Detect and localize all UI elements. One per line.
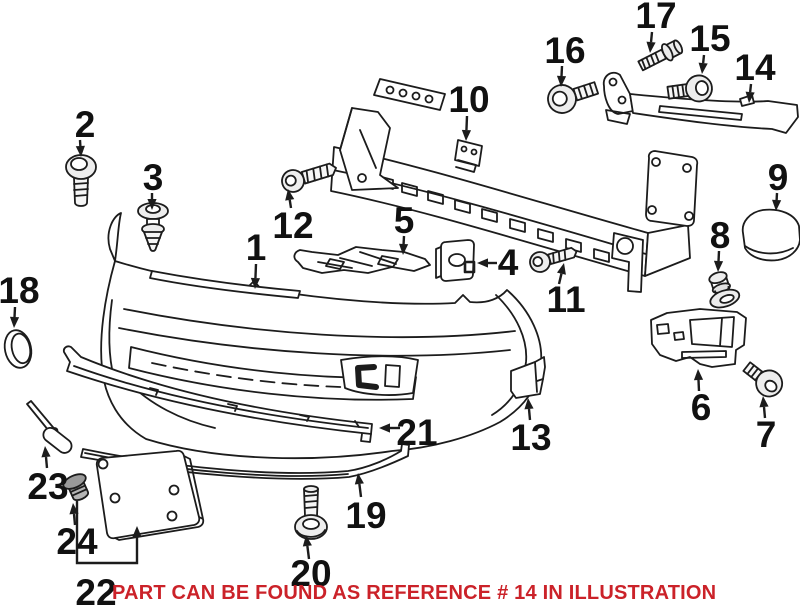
part-grommet-8 [708,271,741,309]
part-tow-cover-9 [741,208,800,262]
callout-label-19: 19 [345,495,386,536]
part-air-guide-5 [293,246,431,274]
callout-label-14: 14 [734,47,776,88]
callout-label-5: 5 [394,200,415,241]
callout-label-20: 20 [290,553,331,594]
callout-label-16: 16 [544,30,585,71]
callout-label-9: 9 [768,157,789,198]
callout-label-23: 23 [27,466,68,507]
callout-label-17: 17 [635,0,676,36]
callout-label-24: 24 [56,521,98,562]
callout-label-18: 18 [0,270,40,311]
illustration-note: PART CAN BE FOUND AS REFERENCE # 14 IN I… [112,582,717,604]
part-screw-20 [294,485,328,540]
callout-label-2: 2 [75,104,96,145]
callout-label-11: 11 [546,279,585,320]
callout-bracket-22 [75,501,139,565]
callout-label-10: 10 [448,79,489,120]
part-clip-4 [435,239,476,282]
part-fog-bracket-6 [650,308,747,368]
callout-label-6: 6 [691,387,712,428]
part-screw-16 [547,81,599,114]
callout-label-21: 21 [396,412,437,453]
part-screw-12 [281,162,337,193]
callout-label-7: 7 [756,414,777,455]
part-screw-7 [742,361,784,398]
part-impact-bar [330,78,699,293]
part-screw-15 [666,74,713,103]
callout-label-22: 22 [75,572,116,608]
part-grommet-24 [62,473,90,502]
part-cover-13 [510,356,546,399]
callout-label-1: 1 [246,227,267,268]
callout-label-8: 8 [710,215,731,256]
part-tool-23 [26,400,73,454]
part-bolt-17 [637,39,684,72]
part-screw-11 [529,246,578,273]
callout-label-12: 12 [272,205,313,246]
part-bumper-cover [100,212,543,460]
part-license-bracket-22 [95,449,205,541]
part-cap-18 [3,329,33,369]
callout-label-15: 15 [689,18,730,59]
callout-label-4: 4 [498,242,519,283]
part-clip-3 [137,202,169,252]
part-spoiler-21 [62,345,373,443]
callout-label-13: 13 [510,417,551,458]
callout-label-3: 3 [143,157,164,198]
part-screw-2 [65,154,97,207]
